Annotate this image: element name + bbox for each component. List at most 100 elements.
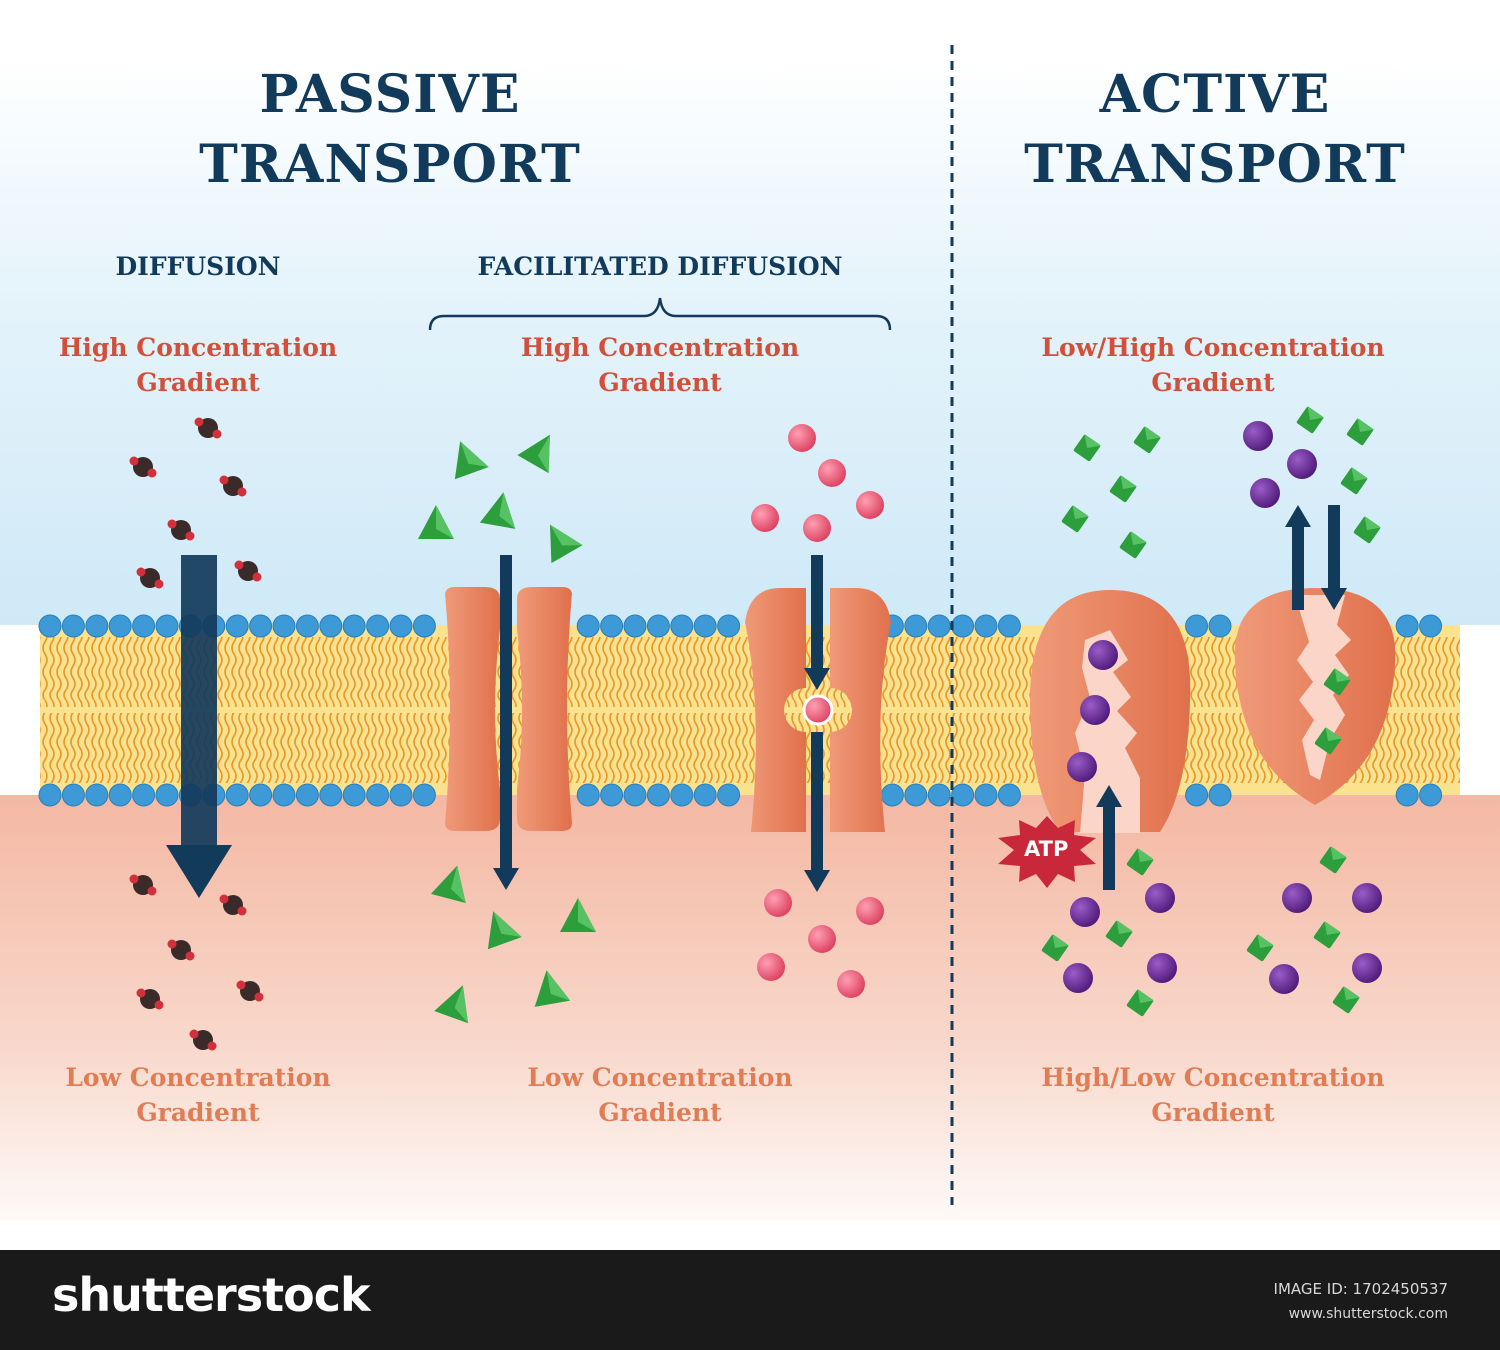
phospholipid-head	[904, 783, 928, 807]
carrier-protein	[745, 588, 891, 832]
active-top-line2: Gradient	[1151, 368, 1275, 397]
facilitated-low-line1: Low Concentration	[527, 1063, 793, 1092]
phospholipid-head	[717, 783, 741, 807]
green-diamond	[1119, 531, 1147, 559]
diffusion-high-gradient: High Concentration Gradient	[0, 330, 398, 400]
transport-diagram	[0, 0, 1500, 1250]
phospholipid-head	[389, 614, 413, 638]
phospholipid-head	[646, 783, 670, 807]
pink-particle	[837, 970, 865, 998]
diffusion-arrow	[166, 555, 232, 898]
phospholipid-head	[249, 783, 273, 807]
phospholipid-heads-top	[38, 614, 1443, 638]
phospholipid-head	[38, 783, 62, 807]
dark-molecule	[194, 417, 222, 439]
green-triangle	[434, 985, 469, 1024]
intracellular-background	[0, 795, 1500, 1250]
phospholipid-head	[600, 783, 624, 807]
carrier-arrow-in	[804, 555, 830, 690]
phospholipid-head	[623, 783, 647, 807]
diffusion-label: DIFFUSION	[115, 252, 281, 281]
phospholipid-head	[85, 783, 109, 807]
phospholipid-head	[108, 614, 132, 638]
purple-particle	[1243, 421, 1273, 451]
purple-particle	[1352, 883, 1382, 913]
phospholipid-head	[108, 783, 132, 807]
passive-title-line2: TRANSPORT	[199, 134, 581, 195]
phospholipid-head	[342, 783, 366, 807]
phospholipid-head	[132, 783, 156, 807]
channel-arrow	[493, 555, 519, 890]
phospholipid-head	[272, 614, 296, 638]
bound-particle	[802, 694, 834, 726]
phospholipid-head	[1419, 614, 1443, 638]
phospholipid-head	[295, 783, 319, 807]
purple-particle	[1080, 695, 1110, 725]
purple-particle	[1067, 752, 1097, 782]
diffusion-high-line1: High Concentration	[58, 333, 338, 362]
phospholipid-head	[155, 783, 179, 807]
pink-particle	[818, 459, 846, 487]
facilitated-high-gradient: High Concentration Gradient	[460, 330, 860, 400]
purple-particle	[1269, 964, 1299, 994]
phospholipid-head	[38, 614, 62, 638]
phospholipid-head	[670, 614, 694, 638]
phospholipid-head	[1185, 614, 1209, 638]
phospholipid-head	[272, 783, 296, 807]
dark-molecule	[129, 874, 157, 896]
phospholipid-head	[61, 614, 85, 638]
atp-label: ATP	[1024, 837, 1069, 861]
green-diamond	[1041, 934, 1069, 962]
purple-particle	[1145, 883, 1175, 913]
green-diamond	[1126, 848, 1154, 876]
active-top-line1: Low/High Concentration	[1041, 333, 1385, 362]
carrier-arrow-out	[804, 732, 830, 892]
green-diamond	[1313, 921, 1341, 949]
pink-particle	[808, 925, 836, 953]
phospholipid-head	[412, 614, 436, 638]
site-url: www.shutterstock.com	[1288, 1306, 1448, 1322]
phospholipid-head	[927, 614, 951, 638]
phospholipid-head	[366, 783, 390, 807]
phospholipid-head	[623, 614, 647, 638]
green-diamond	[1109, 475, 1137, 503]
pink-particle	[757, 953, 785, 981]
diffusion-high-line2: Gradient	[136, 368, 260, 397]
green-diamond	[1353, 516, 1381, 544]
active-transport-title: ACTIVE TRANSPORT	[1000, 60, 1430, 200]
cotransport-protein	[1234, 588, 1396, 805]
green-triangle	[418, 505, 454, 539]
active-top-gradient: Low/High Concentration Gradient	[1013, 330, 1413, 400]
pink-particle	[788, 424, 816, 452]
green-triangle	[430, 865, 466, 904]
brand-logo: shutterstock	[52, 1268, 371, 1322]
green-diamond	[1073, 434, 1101, 462]
phospholipid-head	[1185, 783, 1209, 807]
purple-particle	[1250, 478, 1280, 508]
green-triangle	[550, 524, 583, 564]
phospholipid-head	[342, 614, 366, 638]
phospholipid-head	[1208, 783, 1232, 807]
dark-molecule	[136, 567, 164, 589]
phospholipid-head	[670, 783, 694, 807]
diffusion-low-gradient: Low Concentration Gradient	[0, 1060, 398, 1130]
molecule-particles	[129, 406, 1382, 1051]
phospholipid-head	[997, 783, 1021, 807]
dark-molecule	[236, 980, 264, 1002]
cell-membrane	[38, 614, 1460, 807]
diffusion-low-line2: Gradient	[136, 1098, 260, 1127]
phospholipid-head	[132, 614, 156, 638]
phospholipid-head	[85, 614, 109, 638]
phospholipid-head	[225, 783, 249, 807]
green-triangle	[517, 434, 550, 474]
diffusion-low-line1: Low Concentration	[65, 1063, 331, 1092]
purple-particle	[1070, 897, 1100, 927]
pink-particle	[764, 889, 792, 917]
dark-molecule	[219, 475, 247, 497]
phospholipid-head	[693, 614, 717, 638]
phospholipid-head	[319, 614, 343, 638]
phospholipid-head	[1419, 783, 1443, 807]
cotransport-arrow-up	[1285, 505, 1311, 610]
active-bottom-gradient: High/Low Concentration Gradient	[1013, 1060, 1413, 1130]
purple-particle	[1088, 640, 1118, 670]
